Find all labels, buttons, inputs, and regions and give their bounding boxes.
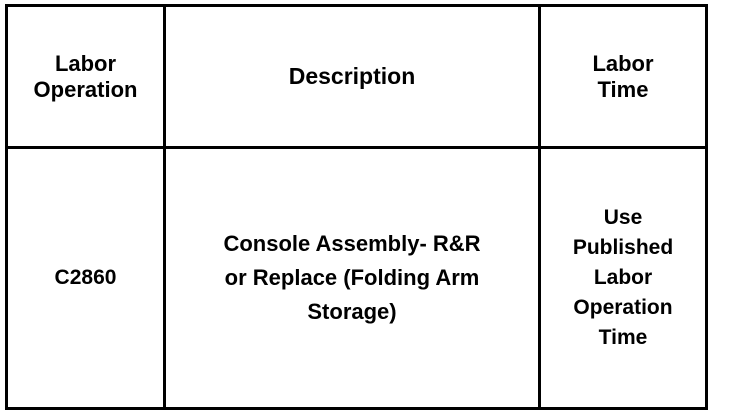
- cell-description: Console Assembly- R&R or Replace (Foldin…: [163, 146, 541, 410]
- column-header-labor-time-line1: Labor: [592, 51, 654, 77]
- cell-description-line2: or Replace (Folding Arm: [224, 264, 480, 290]
- cell-labor-time: Use Published Labor Operation Time: [538, 146, 708, 410]
- table-body: C2860 Console Assembly- R&R or Replace (…: [5, 146, 708, 410]
- column-header-labor-time-line2: Time: [597, 76, 649, 102]
- cell-labor-operation-value: C2860: [54, 266, 117, 290]
- labor-operation-table: Labor Operation Description Labor Time: [5, 4, 708, 410]
- cell-description-line3: Storage): [307, 299, 397, 325]
- cell-labor-time-line2: Published: [572, 236, 674, 260]
- cell-labor-operation: C2860: [5, 146, 166, 410]
- cell-labor-time-line3: Labor: [593, 266, 653, 290]
- cell-labor-time-line5: Time: [598, 325, 648, 349]
- cell-labor-time-line1: Use: [603, 206, 643, 230]
- column-header-labor-operation-line1: Labor: [54, 51, 117, 77]
- table-header-row: Labor Operation Description Labor Time: [5, 4, 708, 149]
- cell-labor-time-line4: Operation: [573, 295, 673, 319]
- table-header: Labor Operation Description Labor Time: [5, 4, 708, 149]
- column-header-labor-operation: Labor Operation: [5, 4, 166, 149]
- cell-description-line1: Console Assembly- R&R: [223, 230, 481, 256]
- column-header-description: Description: [163, 4, 541, 149]
- column-header-labor-operation-line2: Operation: [33, 76, 138, 102]
- column-header-labor-time: Labor Time: [538, 4, 708, 149]
- table-row: C2860 Console Assembly- R&R or Replace (…: [5, 146, 708, 410]
- column-header-description-line1: Description: [288, 63, 416, 90]
